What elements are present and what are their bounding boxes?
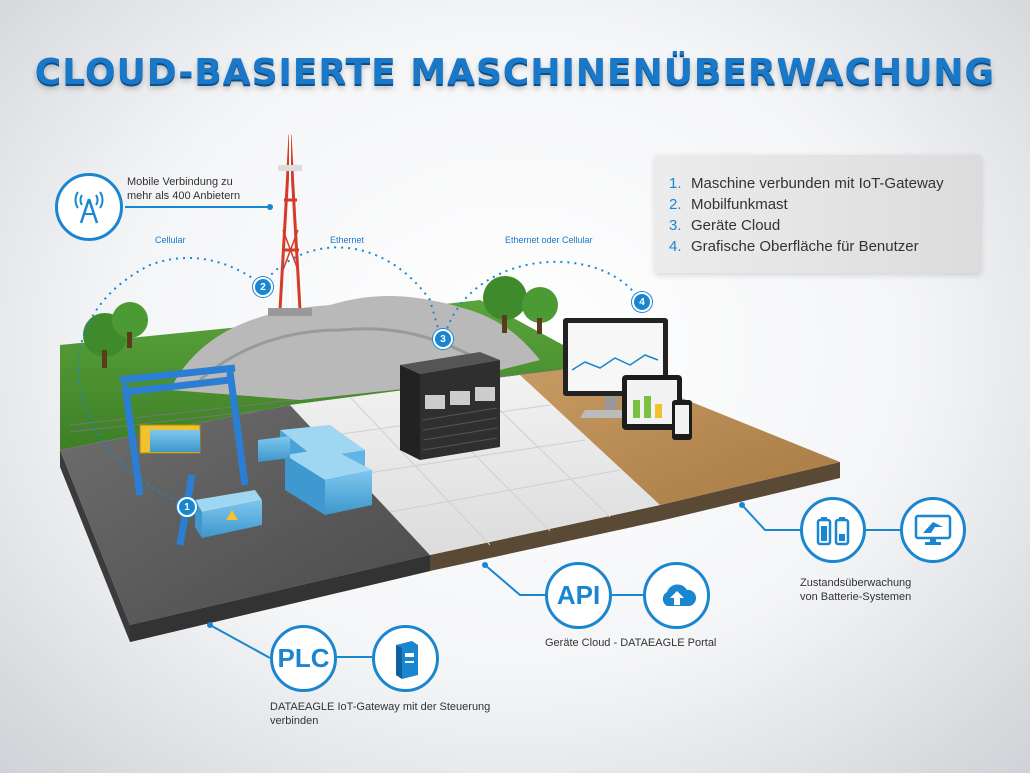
link-label-ethernet-or-cellular: Ethernet oder Cellular xyxy=(505,235,593,245)
legend-num: 2. xyxy=(669,196,682,213)
badge-1: 1 xyxy=(177,497,197,517)
legend-num: 1. xyxy=(669,175,682,192)
plc-caption: DATAEAGLE IoT-Gateway mit der Steuerung … xyxy=(270,700,490,728)
battery-icon xyxy=(800,497,866,563)
mobile-label-line: mehr als 400 Anbietern xyxy=(127,190,241,202)
tree-right-2 xyxy=(522,287,558,334)
connection-arcs xyxy=(77,246,641,506)
legend-num: 4. xyxy=(669,238,682,255)
badge-3: 3 xyxy=(433,329,453,349)
cell-tower xyxy=(268,134,312,316)
plc-caption-line: verbinden xyxy=(270,715,319,727)
tree-left-2 xyxy=(112,302,148,348)
container-stack xyxy=(258,425,372,515)
badge-2: 2 xyxy=(253,277,273,297)
platform-side-left xyxy=(60,450,130,642)
api-label: API xyxy=(556,580,601,610)
smartphone xyxy=(672,400,692,440)
container-front xyxy=(195,490,262,538)
legend-text: Grafische Oberfläche für Benutzer xyxy=(691,238,919,255)
tablet xyxy=(622,375,682,430)
legend-item: 1. Maschine verbunden mit IoT-Gateway xyxy=(669,175,944,192)
legend-text: Maschine verbunden mit IoT-Gateway xyxy=(691,175,944,192)
tile-area xyxy=(290,375,660,555)
legend-item: 2. Mobilfunkmast xyxy=(669,196,788,213)
legend-item: 3. Geräte Cloud xyxy=(669,217,780,234)
api-circle: API xyxy=(545,562,612,629)
page-title: CLOUD-BASIERTE MASCHINENÜBERWACHUNG xyxy=(34,52,996,93)
link-label-cellular: Cellular xyxy=(155,235,186,245)
plc-label: PLC xyxy=(277,643,330,673)
legend-box: 1. Maschine verbunden mit IoT-Gateway 2. M… xyxy=(655,155,981,273)
monitor-logo-icon xyxy=(900,497,966,563)
mobile-connection-label: Mobile Verbindung zu mehr als 400 Anbiet… xyxy=(127,175,240,203)
link-label-ethernet: Ethernet xyxy=(330,235,365,245)
cloud-upload-icon xyxy=(643,562,710,629)
server-rack xyxy=(400,352,500,460)
plc-caption-line: DATAEAGLE IoT-Gateway mit der Steuerung xyxy=(270,701,491,713)
battery-caption-line: Zustandsüberwachung xyxy=(800,577,912,589)
container-lifted xyxy=(150,430,200,452)
tree-right-1 xyxy=(483,276,527,333)
legend-num: 3. xyxy=(669,217,682,234)
plc-circle: PLC xyxy=(270,625,337,692)
api-caption: Geräte Cloud - DATAEAGLE Portal xyxy=(545,637,717,649)
callout-lines xyxy=(125,206,800,659)
legend-text: Mobilfunkmast xyxy=(691,196,788,213)
platform-side-front-dark xyxy=(130,555,430,642)
battery-caption: Zustandsüberwachung von Batterie-Systeme… xyxy=(800,576,911,604)
badge-4: 4 xyxy=(632,292,652,312)
cell-tower-icon xyxy=(55,173,123,241)
mobile-label-line: Mobile Verbindung zu xyxy=(127,176,233,188)
gateway-device-icon xyxy=(372,625,439,692)
legend-item: 4. Grafische Oberfläche für Benutzer xyxy=(669,238,919,255)
battery-caption-line: von Batterie-Systemen xyxy=(800,591,912,603)
legend-text: Geräte Cloud xyxy=(691,217,781,234)
